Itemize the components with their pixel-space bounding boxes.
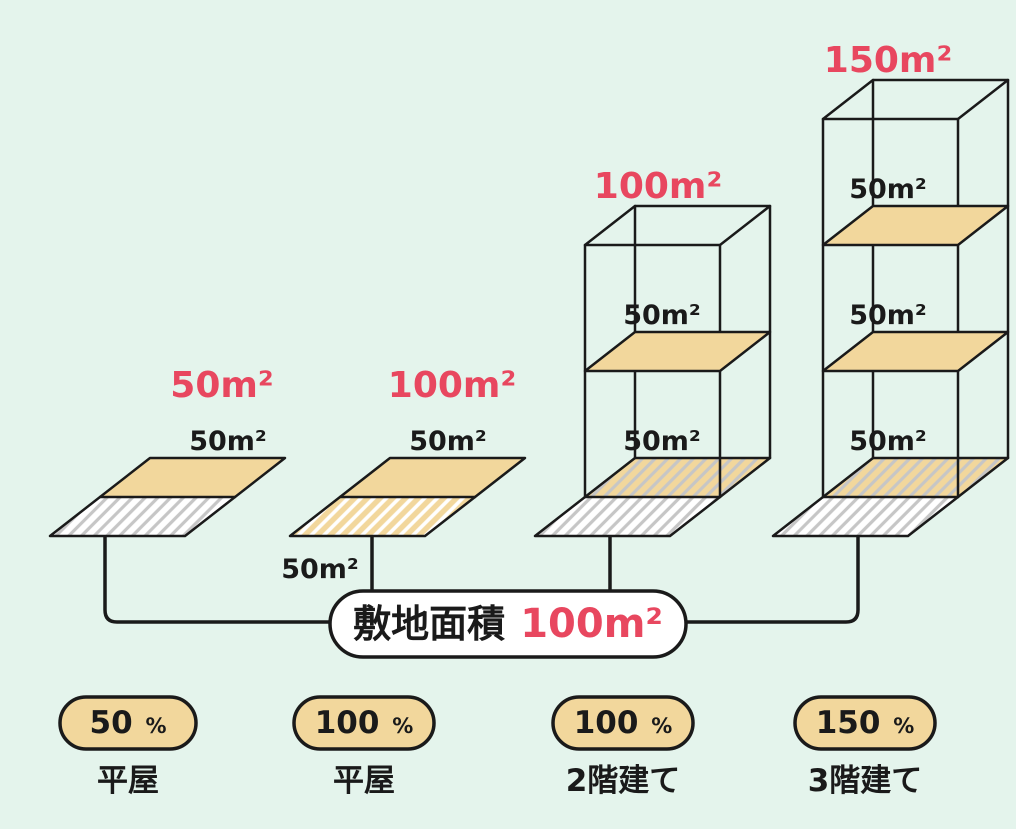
percent-sign: % bbox=[651, 714, 672, 738]
ratio-badge-shape bbox=[58, 695, 198, 751]
building-type-label-3: 2階建て bbox=[566, 763, 681, 799]
site-outline bbox=[48, 456, 287, 538]
ratio-badge-shape bbox=[793, 695, 937, 751]
example-3-two-story: 100m² 50m² 50m² bbox=[533, 166, 772, 538]
floor-plate-3f bbox=[821, 204, 1010, 247]
ratio-number: 100 bbox=[315, 705, 380, 741]
ground-floor-label: 50m² bbox=[623, 426, 701, 457]
ratio-value: 50 % bbox=[90, 705, 167, 741]
floor-plate-2f bbox=[821, 330, 1010, 373]
site-area-pill-shape bbox=[328, 589, 688, 659]
percent-sign: % bbox=[893, 714, 914, 738]
ratio-badge-4: 150 % bbox=[793, 695, 937, 751]
site-outline bbox=[288, 456, 527, 538]
ground-floor-label: 50m² bbox=[189, 426, 267, 457]
connectors bbox=[103, 535, 860, 624]
example-2-one-story-100: 100m² 50m² 50m² bbox=[281, 365, 527, 585]
building-footprint bbox=[100, 458, 285, 497]
site-outline bbox=[771, 456, 1010, 538]
box-top-face bbox=[583, 204, 772, 247]
building-type-label-2: 平屋 bbox=[333, 763, 395, 799]
ratio-badge-shape bbox=[551, 695, 695, 751]
second-floor-label: 50m² bbox=[849, 300, 927, 331]
land-hatch bbox=[50, 497, 235, 536]
ratio-number: 100 bbox=[574, 705, 639, 741]
percent-sign: % bbox=[145, 714, 166, 738]
site-area-value: 100m² bbox=[520, 601, 663, 647]
third-floor-label: 50m² bbox=[849, 174, 927, 205]
ratio-number: 150 bbox=[816, 705, 881, 741]
total-area-label: 100m² bbox=[388, 365, 516, 406]
building-type-labels: 平屋 平屋 2階建て 3階建て bbox=[97, 763, 922, 799]
building-box bbox=[583, 204, 772, 499]
second-floor-label: 50m² bbox=[623, 300, 701, 331]
connector-example-4 bbox=[682, 535, 860, 624]
total-area-label: 50m² bbox=[170, 365, 273, 406]
ratio-badges: 50 % 100 % 100 % 150 % bbox=[58, 695, 937, 751]
site-area-prefix: 敷地面積 bbox=[353, 602, 505, 646]
example-4-three-story: 150m² 50m² 50m² 50m² bbox=[771, 40, 1010, 538]
building-type-label-1: 平屋 bbox=[97, 763, 159, 799]
total-area-label: 150m² bbox=[824, 40, 952, 81]
ground-floor-label: 50m² bbox=[849, 426, 927, 457]
ratio-badge-2: 100 % bbox=[292, 695, 436, 751]
ratio-value: 100 % bbox=[315, 705, 414, 741]
back-half-label: 50m² bbox=[409, 426, 487, 457]
land-hatch bbox=[290, 497, 475, 536]
connector-example-1 bbox=[103, 535, 334, 624]
example-1-one-story-50: 50m² 50m² bbox=[48, 365, 287, 538]
ratio-number: 50 bbox=[90, 705, 133, 741]
front-half-label: 50m² bbox=[281, 554, 359, 585]
ratio-value: 150 % bbox=[816, 705, 915, 741]
building-box bbox=[821, 78, 1010, 499]
ratio-value: 100 % bbox=[574, 705, 673, 741]
site-outline bbox=[533, 456, 772, 538]
total-area-label: 100m² bbox=[594, 166, 722, 207]
site-area-text: 敷地面積 100m² bbox=[353, 601, 663, 647]
floor-plate-2f bbox=[583, 330, 772, 373]
building-type-label-4: 3階建て bbox=[808, 763, 923, 799]
ratio-badge-shape bbox=[292, 695, 436, 751]
percent-sign: % bbox=[392, 714, 413, 738]
box-top-face bbox=[821, 78, 1010, 121]
ratio-badge-1: 50 % bbox=[58, 695, 198, 751]
ratio-badge-3: 100 % bbox=[551, 695, 695, 751]
site-area-pill: 敷地面積 100m² bbox=[328, 589, 688, 659]
